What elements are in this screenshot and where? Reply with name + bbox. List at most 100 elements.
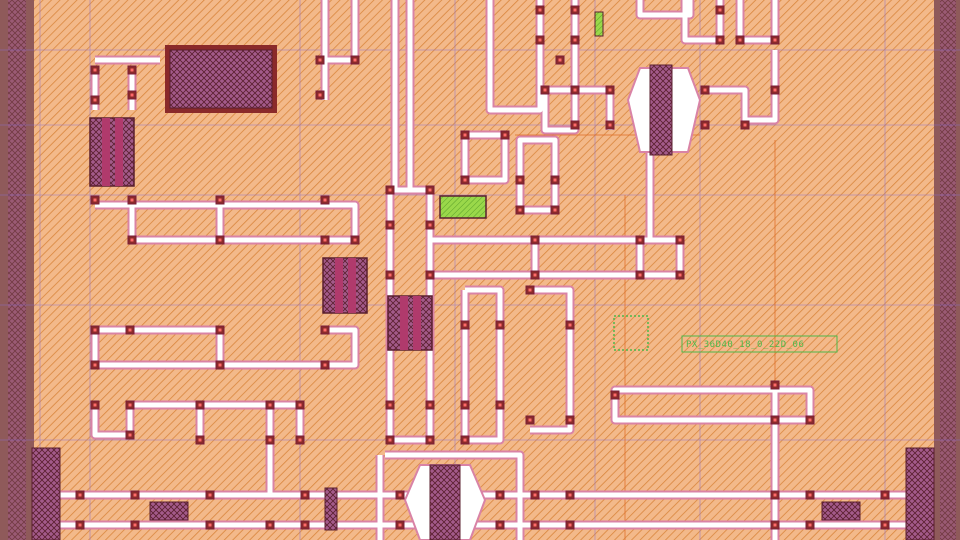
contact-icon [773,523,777,527]
contact-icon [568,523,572,527]
resistor-green-top [594,11,604,37]
contact-icon [528,288,532,292]
contact-icon [93,328,97,332]
contact-icon [130,68,134,72]
contact-icon [573,88,577,92]
contact-icon [533,273,537,277]
contact-icon [323,198,327,202]
contact-icon [133,493,137,497]
contact-icon [463,323,467,327]
contact-icon [808,418,812,422]
contact-icon [498,523,502,527]
contact-icon [218,363,222,367]
contact-icon [388,273,392,277]
contact-icon [268,523,272,527]
contact-icon [638,238,642,242]
left-guard-inner [8,0,26,540]
contact-icon [218,328,222,332]
contact-icon [718,8,722,12]
device-capacitor-top [165,45,277,113]
contact-icon [323,238,327,242]
contact-icon [388,223,392,227]
contact-icon [718,38,722,42]
contact-icon [608,88,612,92]
contact-icon [538,8,542,12]
contact-icon [130,238,134,242]
contact-icon [573,8,577,12]
contact-icon [388,403,392,407]
contact-icon [773,88,777,92]
contact-icon [638,273,642,277]
contact-icon [388,188,392,192]
contact-icon [463,133,467,137]
contact-icon [503,133,507,137]
contact-icon [518,178,522,182]
contact-icon [743,123,747,127]
contact-icon [553,208,557,212]
contact-icon [323,328,327,332]
contact-icon [773,38,777,42]
contact-icon [323,363,327,367]
pad-bottom-right [905,447,935,540]
contact-icon [198,438,202,442]
contact-icon [208,523,212,527]
contact-icon [128,403,132,407]
contact-icon [128,328,132,332]
contact-icon [518,208,522,212]
contact-icon [538,38,542,42]
contact-icon [533,523,537,527]
contact-icon [398,493,402,497]
contact-icon [428,273,432,277]
marker-green [613,315,649,351]
device-small-bottom-right [821,501,861,521]
contact-icon [573,123,577,127]
contact-icon [568,418,572,422]
contact-icon [498,493,502,497]
pad-bottom-left [31,447,61,540]
contact-icon [298,438,302,442]
contact-icon [198,403,202,407]
contact-icon [93,363,97,367]
contact-icon [428,403,432,407]
contact-icon [558,58,562,62]
contact-icon [703,123,707,127]
device-transistor-mid [322,257,368,314]
contact-icon [93,98,97,102]
contact-icon [428,438,432,442]
contact-icon [268,403,272,407]
contact-icon [738,38,742,42]
contact-icon [553,178,557,182]
contact-icon [463,438,467,442]
contact-icon [498,323,502,327]
contact-icon [773,383,777,387]
contact-icon [303,523,307,527]
contact-icon [93,68,97,72]
contact-icon [298,403,302,407]
contact-icon [613,393,617,397]
contact-icon [543,88,547,92]
contact-icon [268,438,272,442]
contact-icon [93,403,97,407]
contact-icon [133,523,137,527]
contact-icon [463,178,467,182]
contact-icon [130,93,134,97]
contact-icon [533,238,537,242]
contact-icon [353,58,357,62]
contact-icon [678,273,682,277]
contact-icon [808,493,812,497]
contact-icon [498,403,502,407]
contact-icon [318,58,322,62]
cell-label-box [681,335,838,353]
contact-icon [608,123,612,127]
contact-icon [78,523,82,527]
contact-icon [678,238,682,242]
contact-icon [528,418,532,422]
contact-icon [703,88,707,92]
contact-icon [398,523,402,527]
contact-icon [533,493,537,497]
contact-icon [568,323,572,327]
device-transistor-left [89,117,135,187]
via-layer [75,5,890,530]
